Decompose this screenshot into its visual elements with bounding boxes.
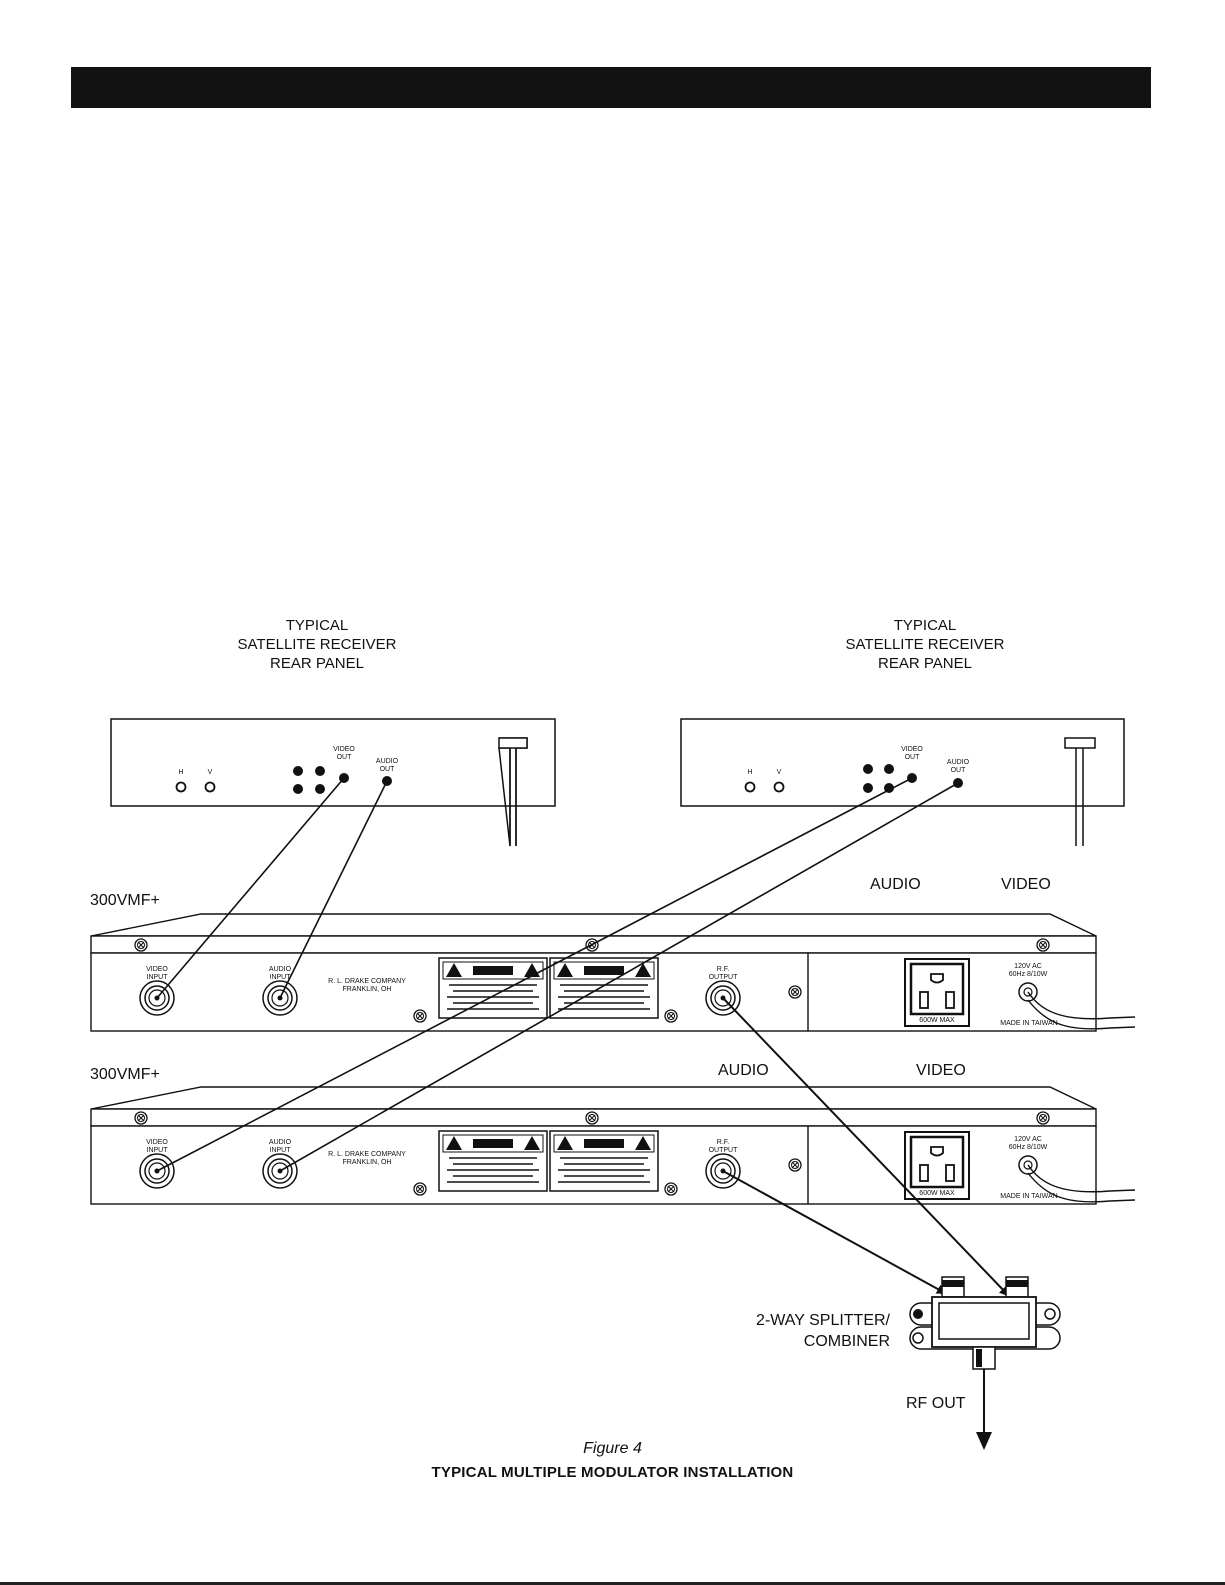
modulator-2-power-rating: 120V AC 60Hz 8/10W	[1006, 1136, 1050, 1152]
modulator-1-video-input-line2: INPUT	[146, 974, 168, 981]
header-bar	[71, 67, 1151, 108]
receiver-right-title-line2: SATELLITE RECEIVER	[845, 636, 1005, 653]
modulator-2-video-input-line2: INPUT	[146, 1147, 168, 1154]
modulator-2-audio-label: AUDIO	[718, 1062, 769, 1079]
receiver-right-audio-out-line2: OUT	[950, 767, 966, 774]
modulator-2-panel	[91, 1087, 1136, 1204]
receiver-right-panel	[680, 718, 1125, 846]
modulator-1-made-in: MADE IN TAIWAN	[1000, 1020, 1058, 1027]
receiver-left-title-line1: TYPICAL	[285, 617, 349, 634]
modulator-2-company-line1: R. L. DRAKE COMPANY	[328, 1151, 406, 1158]
receiver-left-video-out-line1: VIDEO	[333, 746, 355, 753]
receiver-left-panel	[110, 718, 556, 847]
modulator-1-company-line2: FRANKLIN, OH	[342, 986, 392, 993]
receiver-left-v-label: V	[207, 769, 213, 776]
modulator-1-video-label: VIDEO	[1001, 876, 1051, 893]
modulator-2-model: 300VMF+	[90, 1066, 160, 1083]
figure-number: Figure 4	[583, 1440, 642, 1457]
modulator-2-power-rating-line1: 120V AC	[1014, 1136, 1042, 1143]
modulator-2-company-line2: FRANKLIN, OH	[342, 1159, 392, 1166]
receiver-left-video-out-line2: OUT	[336, 754, 352, 761]
modulator-2-audio-input-line2: INPUT	[269, 1147, 291, 1154]
receiver-right-audio-out-line1: AUDIO	[946, 759, 970, 766]
modulator-1-rf-output-line1: R.F.	[716, 966, 730, 973]
receiver-right-v-label: V	[776, 769, 782, 776]
modulator-2-audio-input-line1: AUDIO	[268, 1139, 292, 1146]
receiver-left-h-label: H	[178, 769, 184, 776]
modulator-2-video-label: VIDEO	[916, 1062, 966, 1079]
receiver-right-video-out-line1: VIDEO	[901, 746, 923, 753]
signal-cables	[156, 777, 1010, 1297]
modulator-1-panel	[91, 914, 1136, 1031]
modulator-1-video-input-line1: VIDEO	[146, 966, 168, 973]
modulator-2-made-in: MADE IN TAIWAN	[1000, 1193, 1058, 1200]
modulator-2-company-label: R. L. DRAKE COMPANY FRANKLIN, OH	[322, 1151, 412, 1167]
receiver-left-audio-out-label: AUDIO OUT	[369, 758, 405, 774]
splitter-label-line1: 2-WAY SPLITTER/	[756, 1312, 890, 1329]
modulator-1-company-line1: R. L. DRAKE COMPANY	[328, 978, 406, 985]
receiver-left-title-line3: REAR PANEL	[270, 655, 364, 672]
bottom-rule	[0, 1582, 1225, 1585]
modulator-2-audio-input-label: AUDIO INPUT	[262, 1139, 298, 1155]
modulator-2-video-input-label: VIDEO INPUT	[139, 1139, 175, 1155]
receiver-left-video-out-label: VIDEO OUT	[326, 746, 362, 762]
modulator-1-power-rating-line2: 60Hz 8/10W	[1008, 971, 1048, 978]
receiver-right-video-out-line2: OUT	[904, 754, 920, 761]
modulator-1-audio-input-label: AUDIO INPUT	[262, 966, 298, 982]
receiver-right-audio-out-label: AUDIO OUT	[940, 759, 976, 775]
receiver-left-audio-out-line2: OUT	[379, 766, 395, 773]
splitter-combiner	[909, 1276, 1061, 1450]
modulator-1-audio-input-line2: INPUT	[269, 974, 291, 981]
receiver-left-audio-out-line1: AUDIO	[375, 758, 399, 765]
modulator-1-audio-input-line1: AUDIO	[268, 966, 292, 973]
receiver-right-title-line1: TYPICAL	[893, 617, 957, 634]
modulator-2-rf-output-line1: R.F.	[716, 1139, 730, 1146]
receiver-right-video-out-label: VIDEO OUT	[894, 746, 930, 762]
modulator-2-rf-output-line2: OUTPUT	[708, 1147, 738, 1154]
modulator-1-power-rating: 120V AC 60Hz 8/10W	[1006, 963, 1050, 979]
splitter-label: 2-WAY SPLITTER/ COMBINER	[730, 1310, 890, 1352]
modulator-1-power-rating-line1: 120V AC	[1014, 963, 1042, 970]
modulator-1-video-input-label: VIDEO INPUT	[139, 966, 175, 982]
modulator-1-audio-label: AUDIO	[870, 876, 921, 893]
modulator-1-company-label: R. L. DRAKE COMPANY FRANKLIN, OH	[322, 978, 412, 994]
modulator-2-power-rating-line2: 60Hz 8/10W	[1008, 1144, 1048, 1151]
receiver-left-title-line2: SATELLITE RECEIVER	[237, 636, 397, 653]
modulator-1-model: 300VMF+	[90, 892, 160, 909]
receiver-right-title-line3: REAR PANEL	[878, 655, 972, 672]
receiver-left-title: TYPICAL SATELLITE RECEIVER REAR PANEL	[217, 616, 417, 673]
modulator-2-rf-output-label: R.F. OUTPUT	[705, 1139, 741, 1155]
figure-caption: TYPICAL MULTIPLE MODULATOR INSTALLATION	[431, 1464, 794, 1481]
modulator-1-rf-output-label: R.F. OUTPUT	[705, 966, 741, 982]
rf-out-label: RF OUT	[906, 1395, 966, 1412]
modulator-1-rf-output-line2: OUTPUT	[708, 974, 738, 981]
modulator-1-outlet-rating: 600W MAX	[919, 1017, 955, 1024]
modulator-2-outlet-rating: 600W MAX	[919, 1190, 955, 1197]
receiver-right-h-label: H	[747, 769, 753, 776]
receiver-right-title: TYPICAL SATELLITE RECEIVER REAR PANEL	[825, 616, 1025, 673]
splitter-label-line2: COMBINER	[803, 1333, 890, 1350]
modulator-2-video-input-line1: VIDEO	[146, 1139, 168, 1146]
